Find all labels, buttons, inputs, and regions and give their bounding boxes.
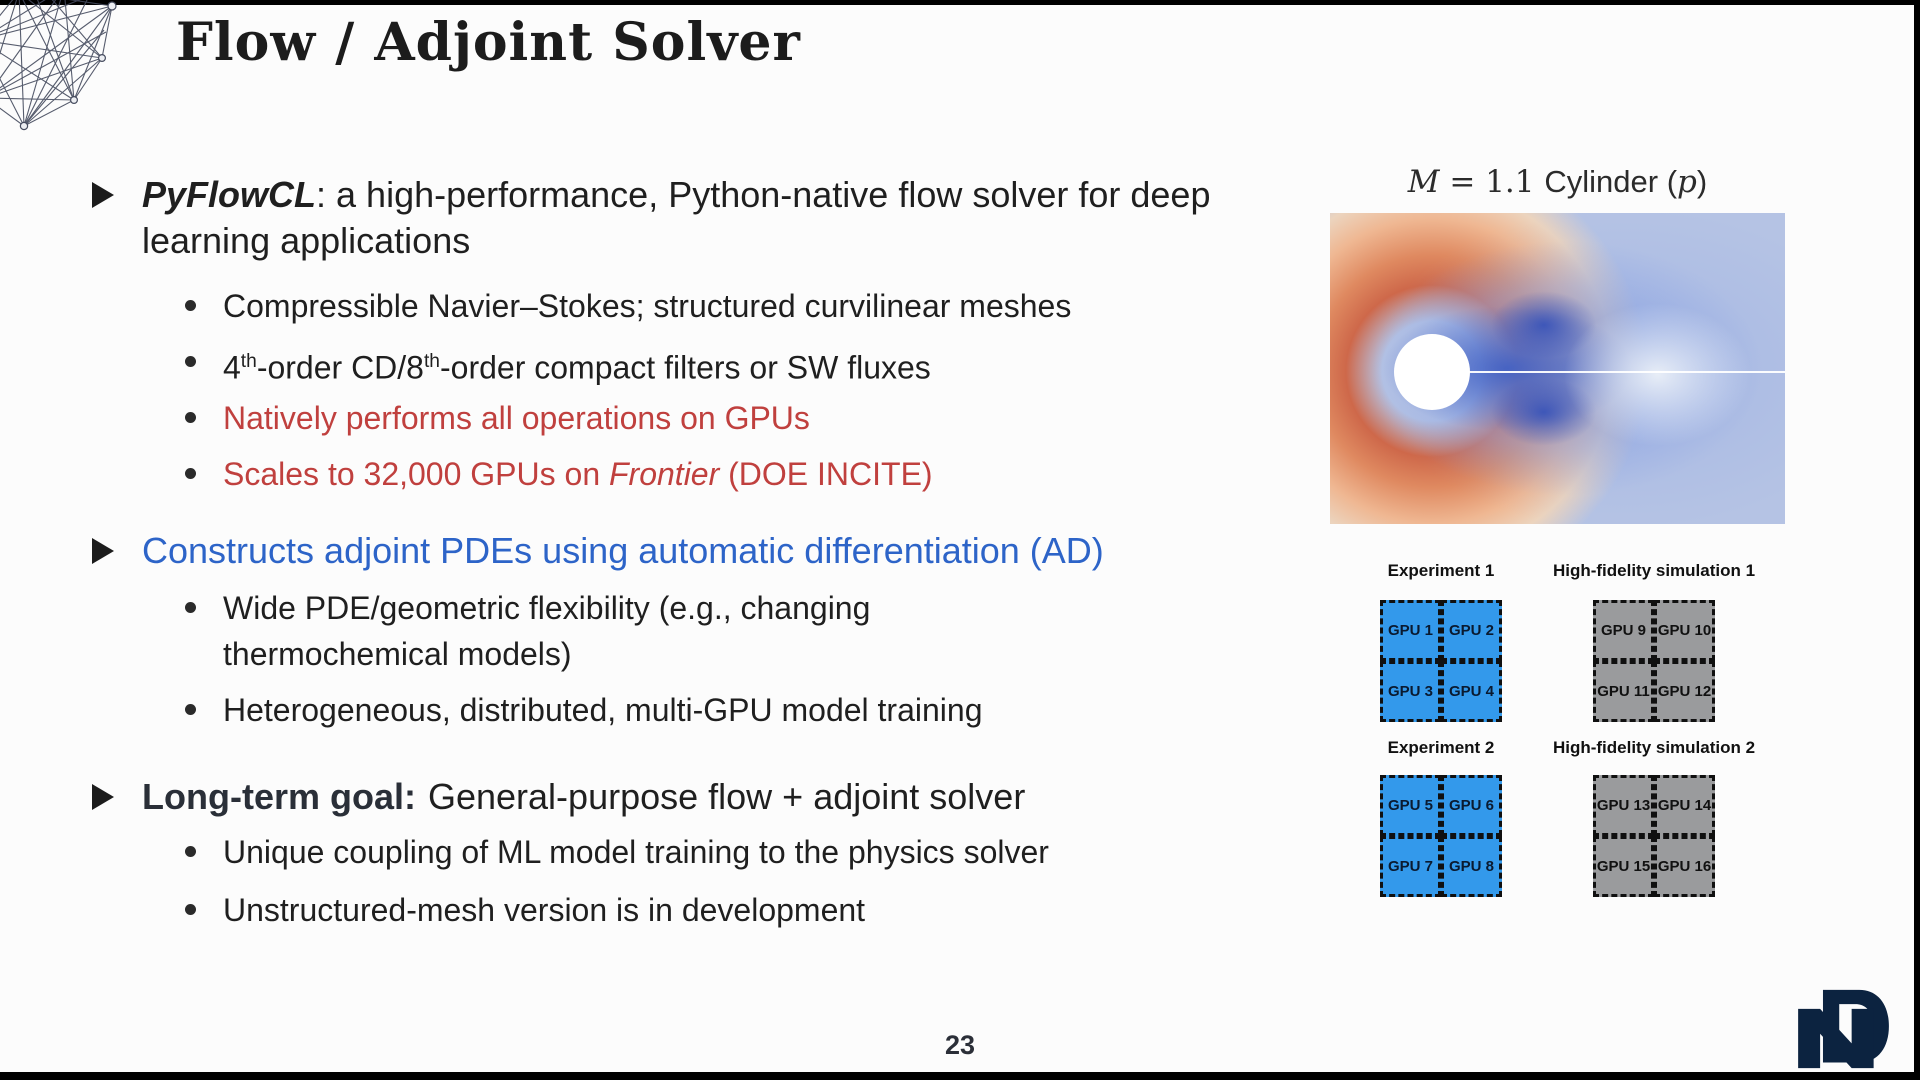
dot-bullet-icon [185,904,196,915]
subbullet-navier-stokes: Compressible Navier–Stokes; structured c… [185,283,1071,329]
subbullet-pde-flexibility: Wide PDE/geometric flexibility (e.g., ch… [185,585,983,677]
notre-dame-logo-icon [1798,989,1889,1069]
dot-bullet-icon [185,356,196,367]
gpu-panel-label: High-fidelity simulation 2 [1552,738,1756,757]
cylinder-body [1394,334,1470,410]
video-frame-bar-right [1914,0,1920,1080]
wake-centerline [1466,371,1785,373]
gpu-cell: GPU 15 [1593,836,1654,897]
subbullet-frontier-scaling: Scales to 32,000 GPUs on Frontier (DOE I… [185,451,933,497]
figure-caption: M = 1.1 Cylinder (p) [1407,164,1708,200]
subbullet-unstructured-mesh: Unstructured-mesh version is in developm… [185,887,865,933]
gpu-cell: GPU 6 [1441,775,1502,836]
gpu-grid-experiment-2: GPU 5 GPU 6 GPU 7 GPU 8 [1380,775,1502,897]
video-frame-bar-top [0,0,1920,5]
bullet-pyflowcl: PyFlowCL: a high-performance, Python-nat… [92,172,1242,264]
dot-bullet-icon [185,300,196,311]
subbullet-multi-gpu-training: Heterogeneous, distributed, multi-GPU mo… [185,687,982,733]
slide-title: Flow / Adjoint Solver [176,12,801,73]
gpu-cell: GPU 12 [1654,661,1715,722]
gpu-panel-label: High-fidelity simulation 1 [1552,561,1756,580]
gpu-cell: GPU 7 [1380,836,1441,897]
frontier-italic: Frontier [609,456,720,492]
subbullet-ml-coupling: Unique coupling of ML model training to … [185,829,1049,875]
video-frame-bar-bottom [0,1072,1920,1080]
triangle-bullet-icon [92,538,114,564]
gpu-cell: GPU 1 [1380,600,1441,661]
dot-bullet-icon [185,846,196,857]
subbullet-filters: 4th-order CD/8th-order compact filters o… [185,339,931,391]
gpu-cell: GPU 11 [1593,661,1654,722]
gpu-grid-simulation-2: GPU 13 GPU 14 GPU 15 GPU 16 [1593,775,1715,897]
gpu-cell: GPU 10 [1654,600,1715,661]
gpu-cell: GPU 16 [1654,836,1715,897]
long-term-goal-lead: Long-term goal: [142,776,416,817]
triangle-bullet-icon [92,784,114,810]
bullet-long-term-goal: Long-term goal: General-purpose flow + ad… [92,774,1292,820]
bullet-adjoint-pdes: Constructs adjoint PDEs using automatic … [92,528,1292,574]
gpu-cell: GPU 5 [1380,775,1441,836]
gpu-grid-experiment-1: GPU 1 GPU 2 GPU 3 GPU 4 [1380,600,1502,722]
gpu-grid-simulation-1: GPU 9 GPU 10 GPU 11 GPU 12 [1593,600,1715,722]
page-number: 23 [944,1030,976,1060]
gpu-cell: GPU 13 [1593,775,1654,836]
gpu-cell: GPU 3 [1380,661,1441,722]
gpu-panel-label: Experiment 1 [1387,561,1495,580]
dot-bullet-icon [185,602,196,613]
dot-bullet-icon [185,704,196,715]
mesh-network-logo-icon [0,0,117,131]
dot-bullet-icon [185,468,196,479]
subbullet-native-gpu: Natively performs all operations on GPUs [185,395,810,441]
gpu-cell: GPU 2 [1441,600,1502,661]
bullet-pyflowcl-lead: PyFlowCL [142,174,317,215]
gpu-cell: GPU 8 [1441,836,1502,897]
gpu-panel-label: Experiment 2 [1387,738,1495,757]
triangle-bullet-icon [92,182,114,208]
gpu-cell: GPU 9 [1593,600,1654,661]
gpu-cell: GPU 4 [1441,661,1502,722]
dot-bullet-icon [185,412,196,423]
bullet-pyflowcl-rest: : a high-performance, Python-native flow… [142,174,1211,261]
long-term-goal-rest: General-purpose flow + adjoint solver [427,776,1026,817]
gpu-cell: GPU 14 [1654,775,1715,836]
